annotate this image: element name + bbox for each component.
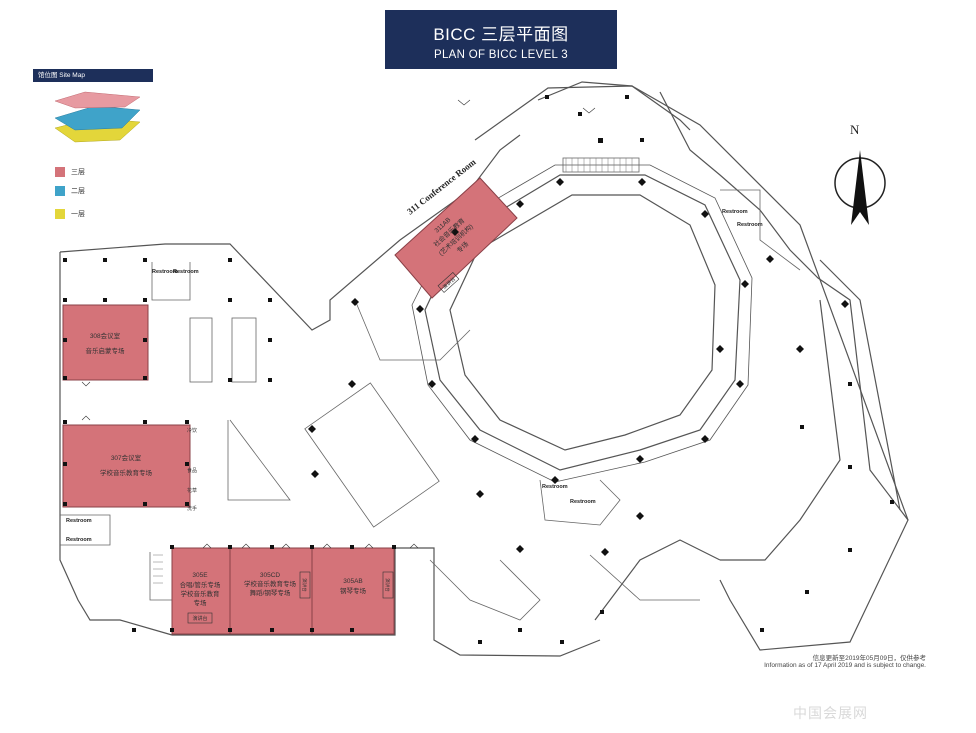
- stairs: [153, 158, 633, 584]
- room-305ab-stage2: 演讲台: [384, 578, 391, 592]
- room-305cd-line1: 学校音乐教育专场: [244, 579, 297, 588]
- structural-columns: [63, 95, 894, 644]
- legend-swatch-level3: [55, 167, 65, 177]
- restroom-label: Restroom: [542, 484, 568, 490]
- plan-title-box: BICC 三层平面图 PLAN OF BICC LEVEL 3: [385, 10, 617, 69]
- building-outline: [59, 81, 909, 657]
- kiosk-label: 洗手: [187, 505, 197, 512]
- restroom-label: Restroom: [737, 222, 763, 228]
- stage-305ab-right: [382, 571, 394, 599]
- room-305cd[interactable]: [229, 547, 313, 635]
- restroom-label: Restroom: [66, 518, 92, 524]
- update-note-en: Information as of 17 April 2019 and is s…: [764, 662, 926, 669]
- site-map-header: 馆位图 Site Map: [33, 69, 153, 82]
- plan-title-en: PLAN OF BICC LEVEL 3: [433, 49, 569, 61]
- room-305cd-id: 305CD: [260, 572, 281, 579]
- kiosk-label: 食品: [187, 467, 197, 474]
- kiosk-label: 花草: [187, 487, 197, 494]
- legend-item-level3: 三层: [55, 167, 85, 177]
- legend-label-level2: 二层: [71, 188, 85, 195]
- doors: [81, 99, 596, 549]
- legend-swatch-level2: [55, 186, 65, 196]
- interior-walls: [60, 157, 801, 621]
- legend-label-level1: 一层: [71, 211, 85, 218]
- compass-north-label: N: [850, 122, 860, 137]
- kiosk-label: 冷饮: [187, 427, 197, 434]
- highlighted-rooms: [62, 177, 518, 635]
- arena-columns: [308, 178, 849, 556]
- room-305e-stage: 演讲台: [192, 615, 207, 622]
- room-305e-line3: 专场: [194, 598, 208, 607]
- legend-swatch-level1: [55, 209, 65, 219]
- room-307-line1: 307会议室: [111, 453, 142, 462]
- room-305ab-id: 305AB: [343, 578, 363, 585]
- central-arena: [411, 164, 753, 483]
- room-305e-line1: 合唱/管乐专场: [180, 580, 221, 589]
- room-305ab-line1: 钢琴专场: [340, 586, 367, 595]
- room-307[interactable]: [62, 424, 191, 508]
- restroom-label: Restroom: [722, 209, 748, 215]
- room-308-line2: 音乐启蒙专场: [86, 346, 126, 355]
- watermark: 中国会展网: [793, 705, 868, 721]
- room-307-line2: 学校音乐教育专场: [100, 468, 153, 477]
- site-map-stack-icon: [54, 91, 141, 143]
- restroom-label: Restroom: [66, 537, 92, 543]
- restroom-label: Restroom: [152, 269, 178, 275]
- room-305ab-stage1: 演讲台: [301, 578, 308, 592]
- room-308-line1: 308会议室: [90, 331, 121, 340]
- room-305ab[interactable]: [311, 547, 395, 635]
- restroom-label: Restroom: [173, 269, 199, 275]
- legend-item-level1: 一层: [55, 209, 85, 219]
- room-308[interactable]: [62, 304, 149, 381]
- room-305cd-line2: 舞蹈/钢琴专场: [250, 588, 291, 597]
- restroom-label: Restroom: [570, 499, 596, 505]
- update-note-cn: 信息更新至2019年05月09日，仅供参考: [812, 655, 926, 662]
- legend-item-level2: 二层: [55, 186, 85, 196]
- room-305e-line2: 学校音乐教育: [181, 589, 221, 598]
- room-311ab[interactable]: [394, 177, 518, 299]
- plan-title-cn: BICC 三层平面图: [433, 25, 569, 44]
- room-305e[interactable]: [171, 547, 231, 635]
- stage-305ab-left: [299, 571, 311, 599]
- stage-305e: [187, 612, 213, 624]
- legend-label-level3: 三层: [71, 169, 85, 176]
- room-305e-id: 305E: [192, 572, 208, 579]
- compass-icon: [834, 150, 886, 225]
